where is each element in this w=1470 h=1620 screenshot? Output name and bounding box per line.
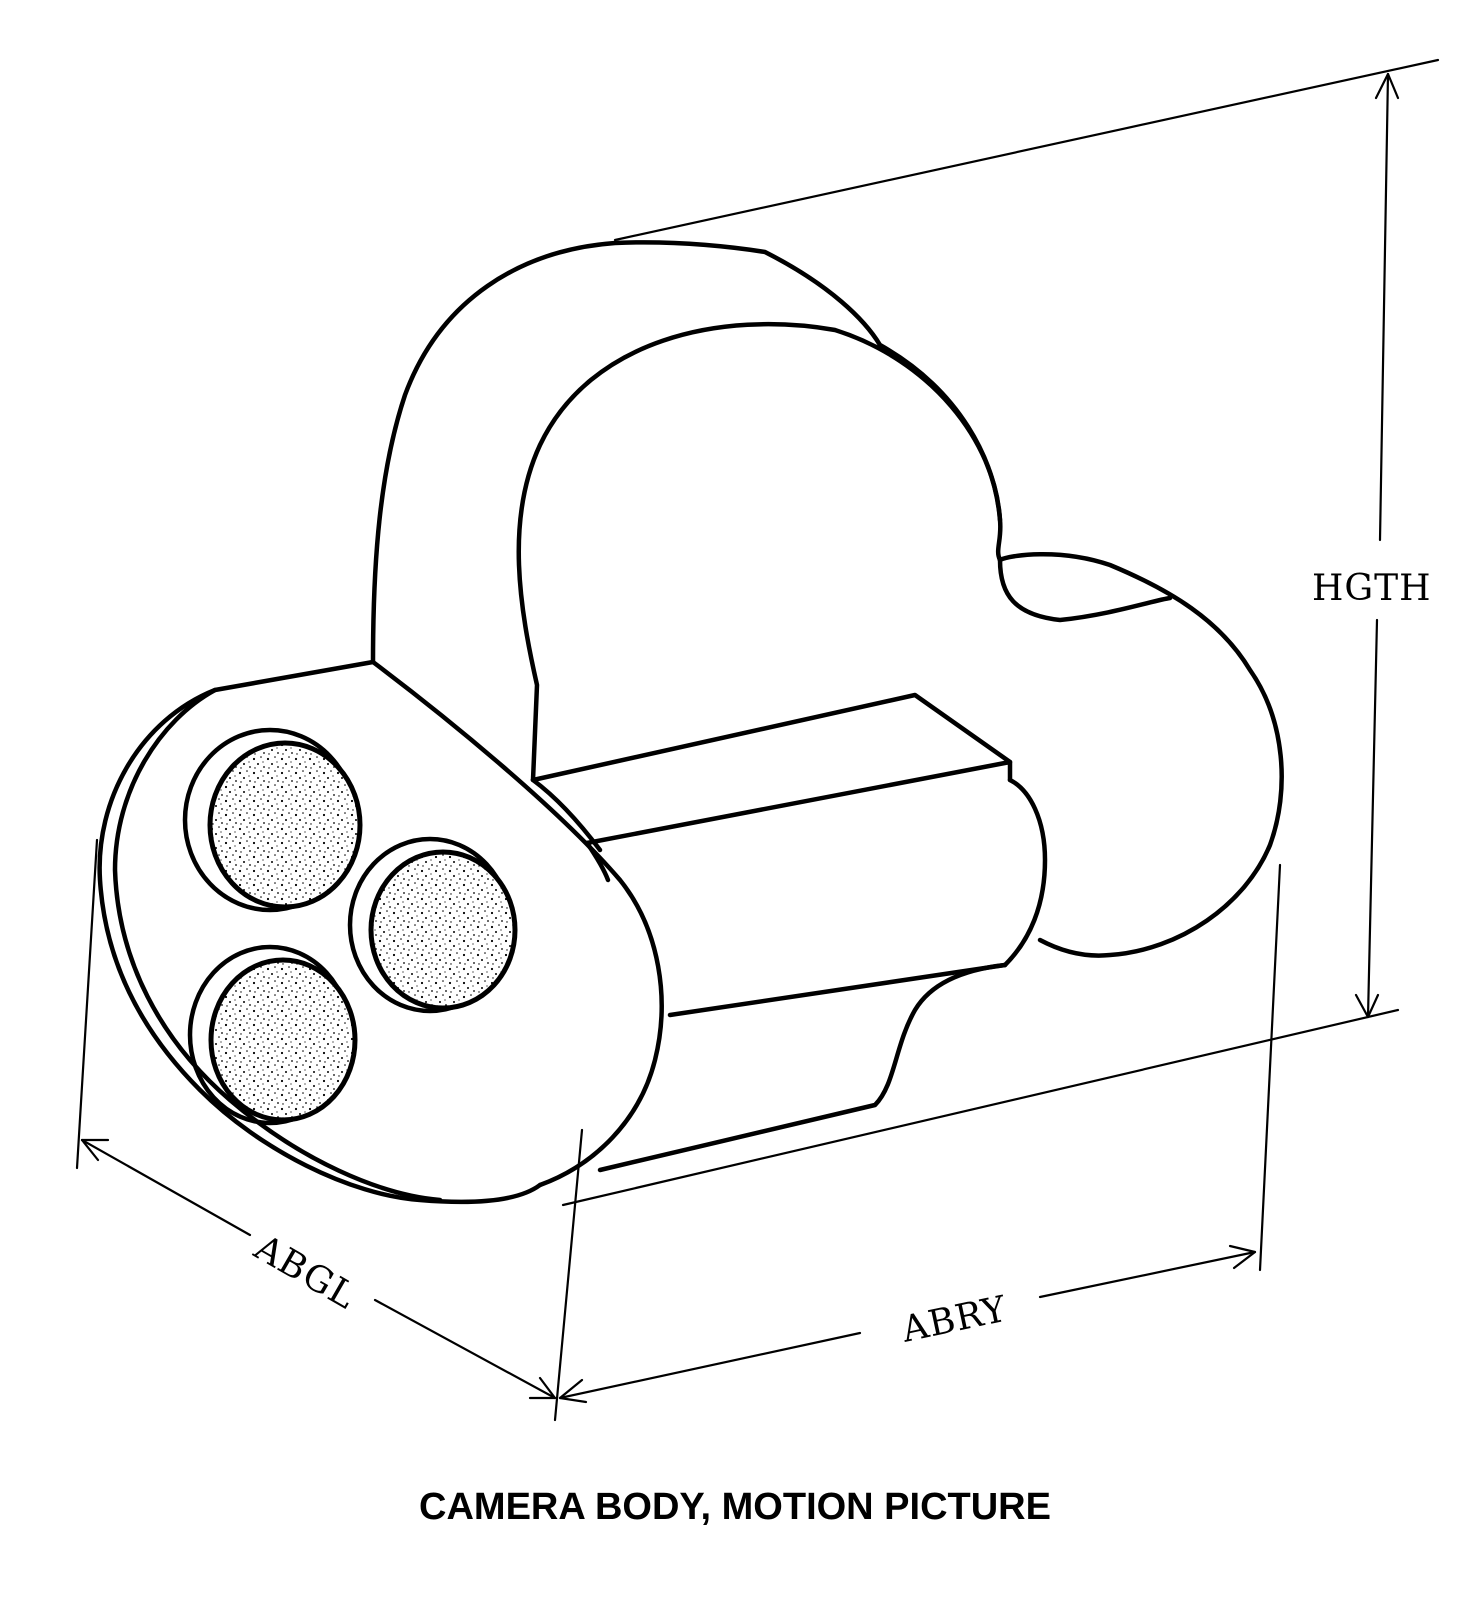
height-arrow-top xyxy=(1374,72,1400,100)
height-dimension-line-upper xyxy=(1378,72,1390,542)
depth-arrow-right xyxy=(1228,1244,1257,1270)
width-label: ABGL xyxy=(247,1227,363,1318)
width-extension-right xyxy=(553,1128,584,1422)
height-arrow-bottom xyxy=(1354,993,1380,1019)
depth-dimension-line-left xyxy=(558,1331,862,1400)
lens-lower-left xyxy=(187,944,358,1126)
side-compartment xyxy=(997,552,1284,958)
turret-plate-edge xyxy=(530,777,603,853)
height-extension-bottom xyxy=(561,1008,1400,1207)
lens-turret xyxy=(182,727,518,1126)
lens-right xyxy=(347,836,518,1014)
side-compartment-inner xyxy=(997,557,1173,623)
turret-plate-rim xyxy=(112,687,443,1203)
magazine-front-face xyxy=(516,321,1003,783)
depth-label: ABRY xyxy=(897,1289,1011,1351)
lens-upper-left xyxy=(182,727,363,913)
camera-body xyxy=(97,240,1284,1205)
body-top-rail-lower xyxy=(584,759,1013,846)
width-dimension-line-upper xyxy=(80,1138,252,1237)
body-top-rail xyxy=(530,692,1013,783)
depth-extension-right xyxy=(1258,863,1282,1272)
body-bottom-line xyxy=(667,962,1008,1018)
width-dimension-line-lower xyxy=(373,1298,557,1400)
figure-caption: CAMERA BODY, MOTION PICTURE xyxy=(419,1486,1051,1528)
width-extension-left xyxy=(75,838,99,1170)
dimension-lines xyxy=(75,58,1440,1422)
width-arrow-right xyxy=(528,1376,557,1400)
width-arrow-left xyxy=(80,1138,110,1162)
magazine-outer-outline xyxy=(370,240,1003,665)
depth-dimension-line-right xyxy=(1038,1250,1257,1299)
height-dimension-line-lower xyxy=(1366,618,1379,1019)
height-label: HGTH xyxy=(1312,568,1432,609)
depth-arrow-left xyxy=(558,1378,588,1404)
body-right-end xyxy=(1002,777,1048,968)
body-underside xyxy=(597,962,1008,1173)
height-extension-top xyxy=(613,58,1440,242)
turret-plate-face xyxy=(370,659,664,1188)
